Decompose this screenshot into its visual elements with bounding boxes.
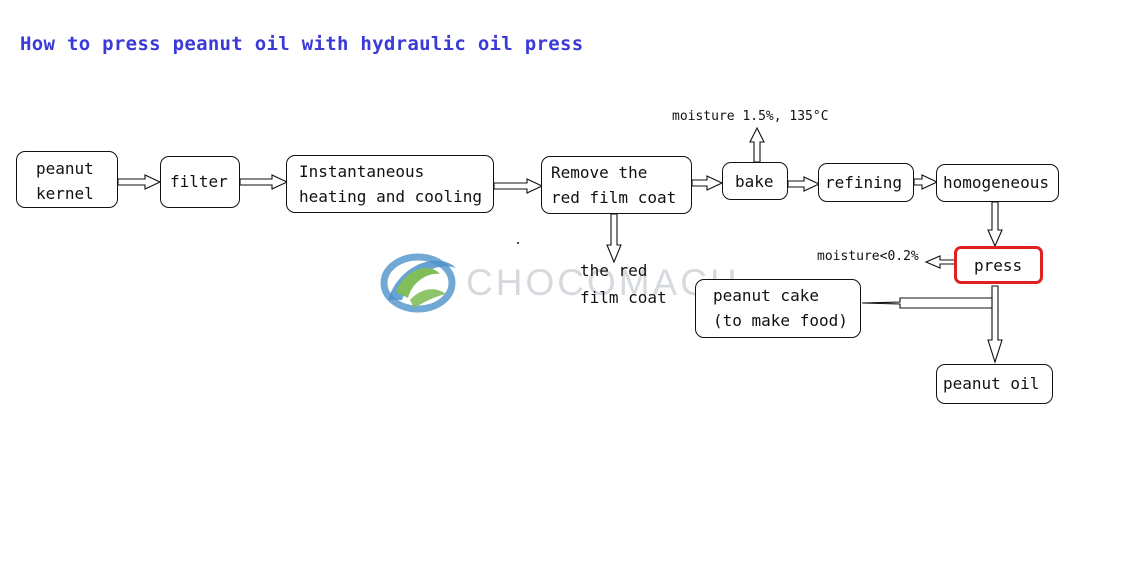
node-refining: refining [818,163,914,202]
node-peanut-cake: peanut cake (to make food) [695,279,861,338]
stray-dot [517,242,519,244]
annotation-press-moisture: moisture<0.2% [817,249,919,264]
node-peanut-oil: peanut oil [936,364,1053,404]
node-remove-red-film: Remove the red film coat [541,156,692,214]
arrow-heating-to-remove [493,178,544,194]
arrow-refining-to-homogeneous [913,174,939,190]
arrow-kernel-to-filter [117,174,162,190]
arrow-homogeneous-to-press [987,201,1003,248]
node-peanut-kernel: peanut kernel [16,151,118,208]
watermark-text: CHOCOMACH [466,262,740,303]
node-heating-cooling: Instantaneous heating and cooling [286,155,494,213]
arrow-remove-down [606,213,622,264]
annotation-bake-moisture: moisture 1.5%, 135°C [672,109,829,124]
arrow-press-to-cake [861,297,993,309]
node-filter: filter [160,156,240,208]
output-red-film-coat: the red film coat [580,261,667,307]
arrow-press-to-oil [987,285,1003,364]
arrow-bake-to-refining [787,176,821,192]
arrow-filter-to-heating [239,174,289,190]
node-homogeneous: homogeneous [936,164,1059,202]
node-press: press [954,246,1043,284]
node-bake: bake [722,162,788,200]
arrow-bake-up [749,126,765,163]
arrow-press-left-moisture [924,255,957,269]
arrow-remove-to-bake [691,175,724,191]
page-title: How to press peanut oil with hydraulic o… [20,33,584,55]
